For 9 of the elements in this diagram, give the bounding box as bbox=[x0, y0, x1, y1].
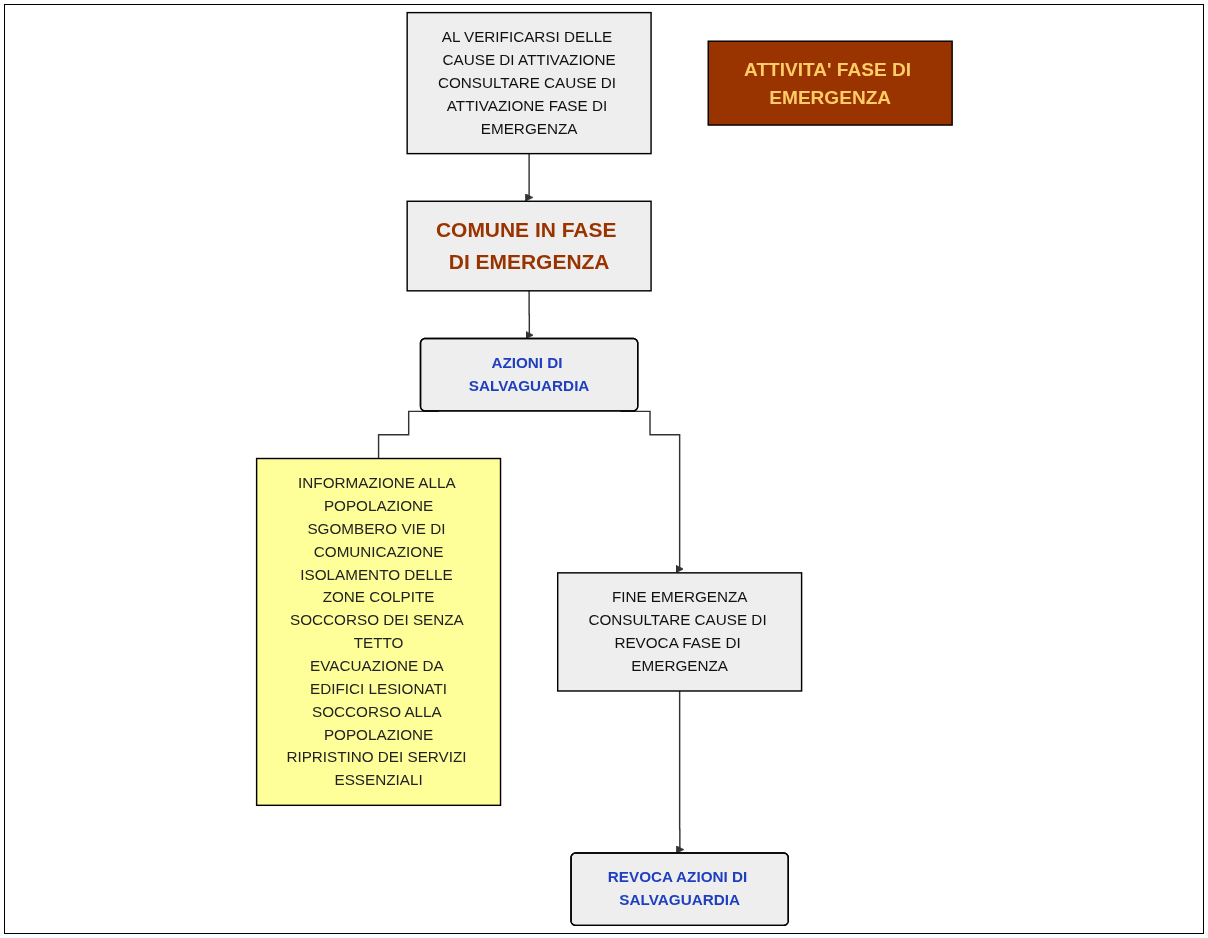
node-box bbox=[406, 200, 652, 292]
arrow bbox=[675, 690, 684, 854]
node-box bbox=[556, 572, 802, 692]
arrow bbox=[524, 290, 534, 340]
node-box bbox=[707, 40, 953, 126]
diagram-frame: AL VERIFICARSI DELLE CAUSE DI ATTIVAZIONE CONSULTARE CAUSE DI ATTIVAZIONE FASE DI EMERGENZA ATTIVITA' FASE DI EMERGENZA COMUNE IN FASE DI EMERGENZA AZIONI DI SALVAGUARDIA INFORMAZIONE ALLA POPOLAZIONE SGOMBERO VIE DI COMUNICAZIONE ISOLAMENTO DELLE ZONE COLPITE SOCCORSO DEI SENZA TETTO EVACUAZIONE DA EDIFICI LESIONATI SOCCORSO ALLA POPOLAZIONE RIPRISTINO DEI SERVIZI ESSENZIALI FINE EMERGENZA CONSULTARE CAUSE DI REVOCA FASE DI EMERGENZA REVOCA AZIONI DI SALVAGUARDIA bbox=[4, 4, 1204, 934]
arrow bbox=[524, 152, 533, 202]
node-box bbox=[255, 457, 501, 807]
node-box bbox=[406, 11, 652, 155]
